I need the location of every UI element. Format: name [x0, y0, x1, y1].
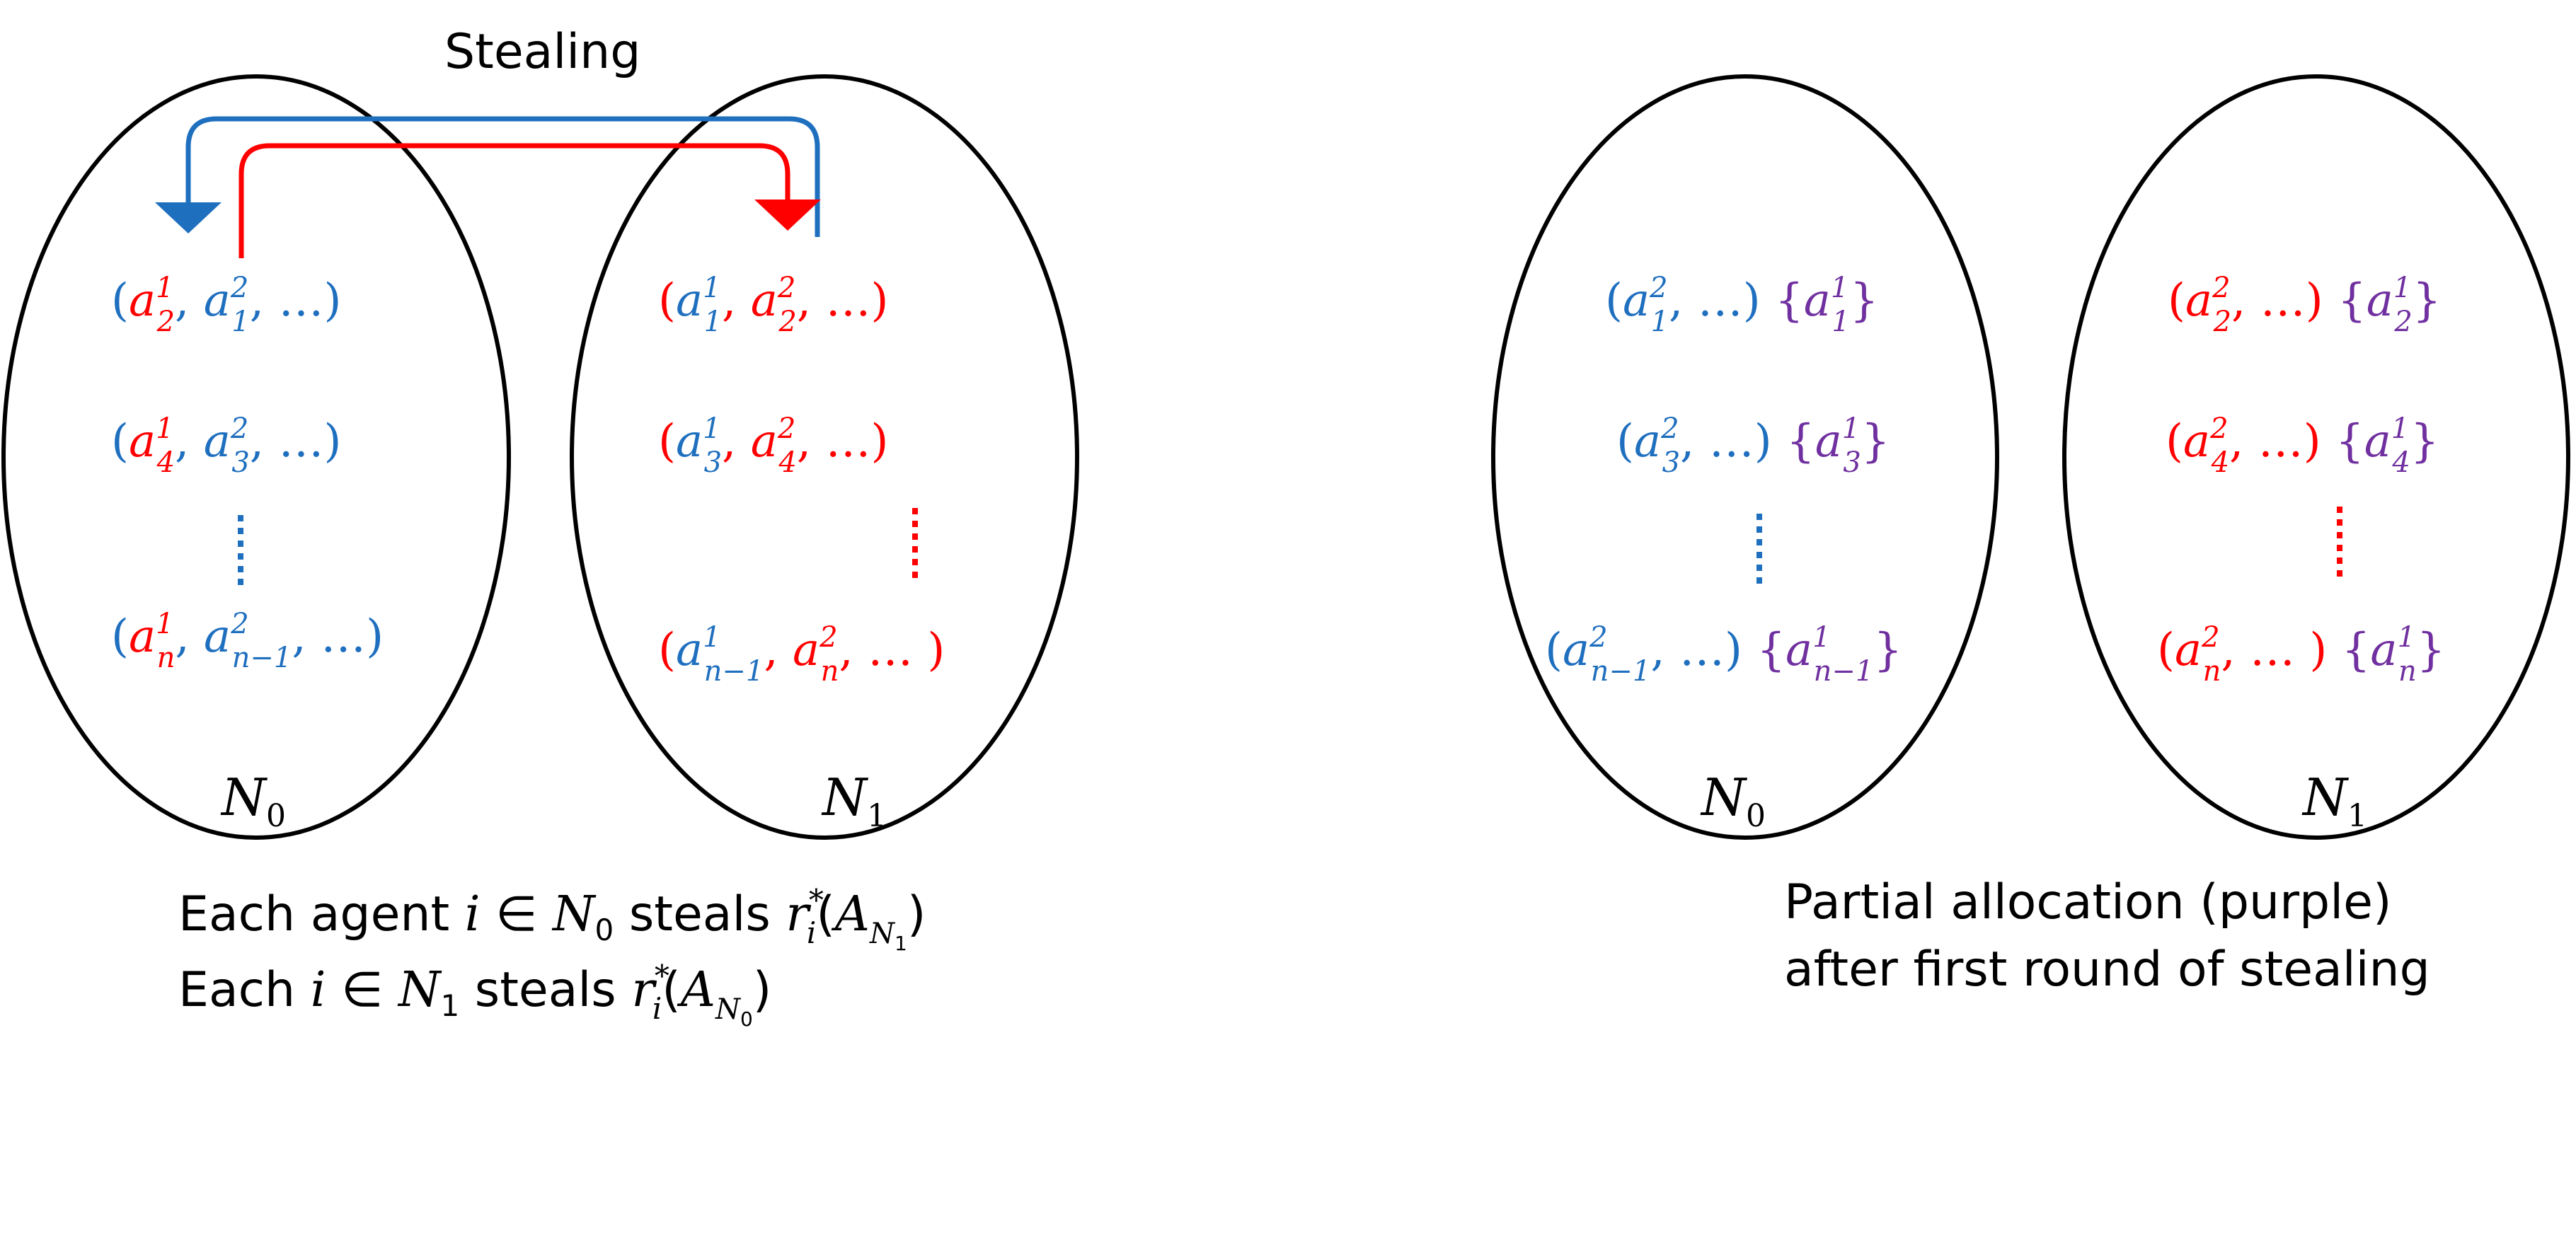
stealing-label: Stealing — [444, 24, 640, 80]
right-caption-line-1: Partial allocation (purple) — [1784, 874, 2391, 930]
left-caption-line-2: Each i ∈ N1 steals r*i(AN0) — [178, 959, 771, 1031]
set-n0-ellipse-left — [1, 74, 511, 840]
red-steal-arrow — [238, 143, 790, 258]
set-n1-ellipse-right — [2062, 74, 2570, 840]
right-caption-line-2: after first round of stealing — [1784, 942, 2430, 998]
set-n0-ellipse-right — [1491, 74, 1999, 840]
left-caption-line-1: Each agent i ∈ N0 steals r*i(AN1) — [178, 883, 926, 955]
red-arrowhead — [754, 200, 821, 231]
set-n0-label-right: N0 — [1700, 768, 1766, 834]
set-n1-ellipse-left — [570, 74, 1079, 840]
blue-arrowhead — [155, 202, 222, 233]
set-n1-label-right: N1 — [2301, 768, 2367, 834]
set-n1-label-left: N1 — [821, 768, 887, 834]
set-n0-label-left: N0 — [220, 768, 286, 834]
blue-steal-arrow — [185, 116, 820, 237]
